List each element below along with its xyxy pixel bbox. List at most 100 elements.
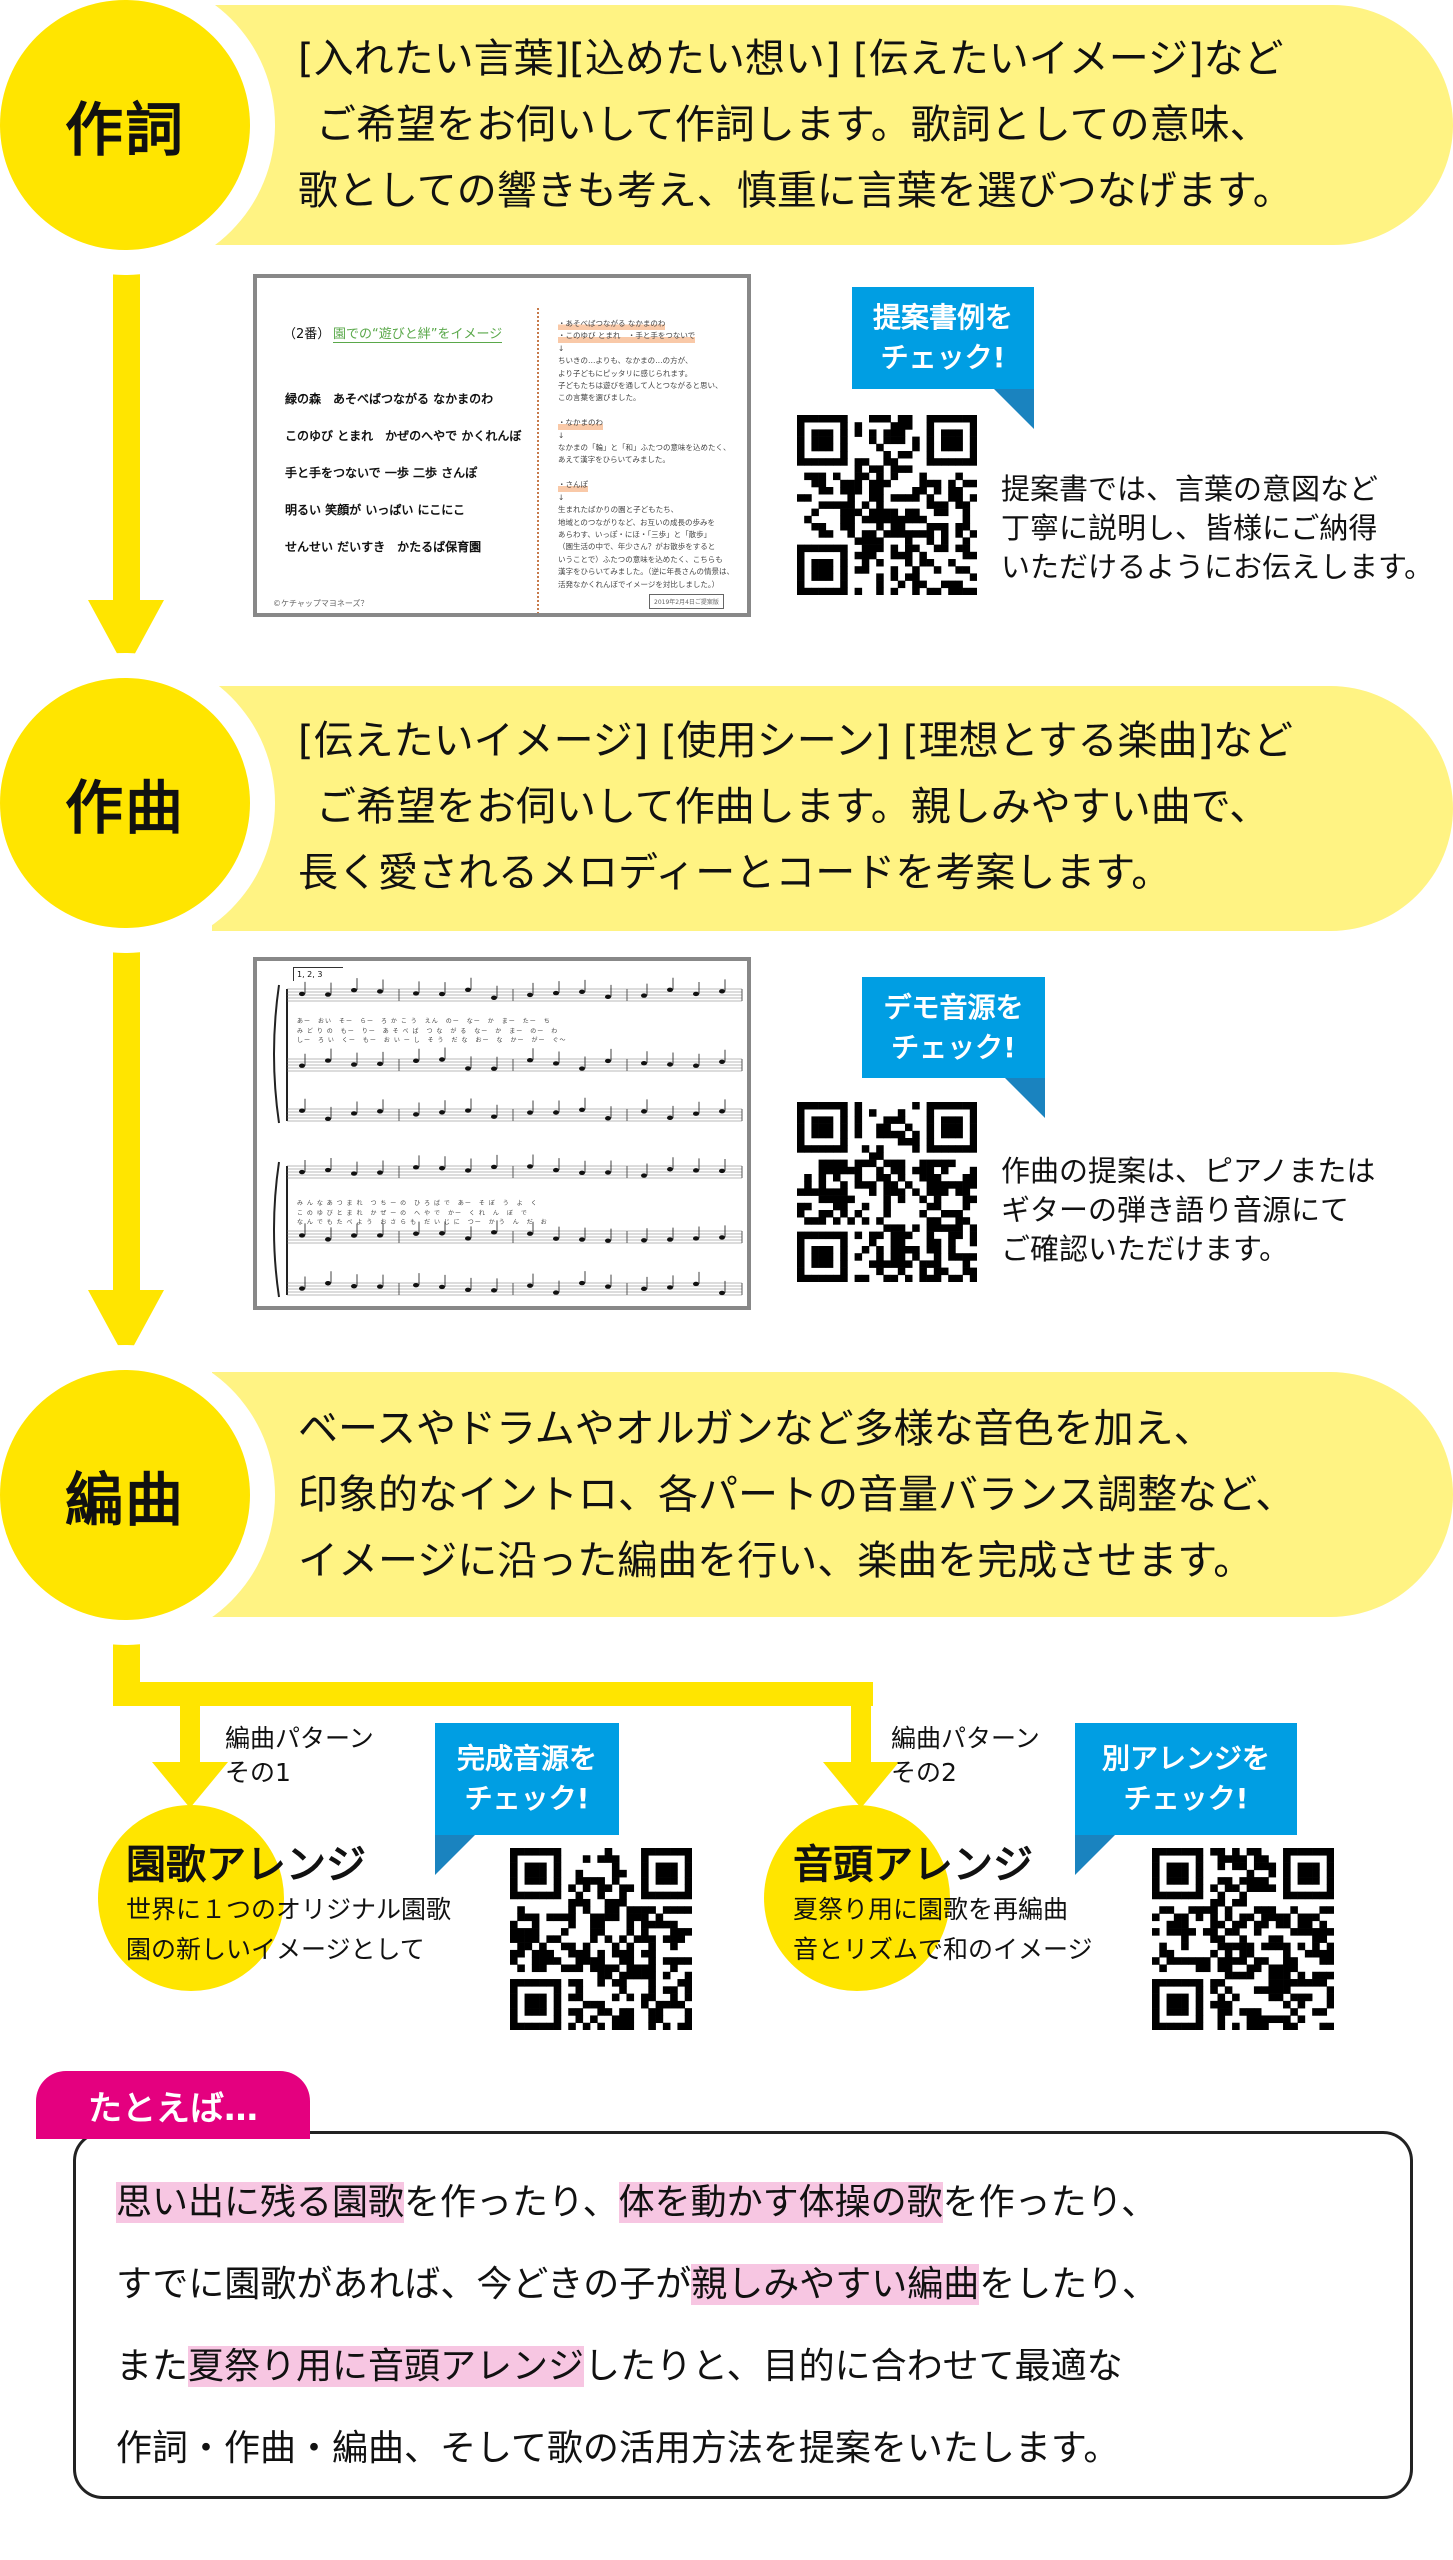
qr-module [662, 1848, 671, 1856]
qr-module [811, 443, 819, 452]
qr-module [869, 1159, 877, 1168]
example-line: すでに園歌があれば、今どきの子が親しみやすい編曲をしたり、 [116, 2244, 1410, 2326]
qr-module [905, 494, 913, 502]
qr-module [619, 2015, 627, 2024]
pattern-title: 園歌アレンジ [126, 1842, 366, 1888]
qr-module [1210, 1848, 1218, 1856]
note-head [325, 1237, 331, 1242]
qr-module [941, 1145, 949, 1153]
bubble-text: チェック! [464, 1782, 590, 1815]
qr-module [941, 537, 949, 545]
note-head [377, 1170, 383, 1175]
qr-module [948, 1159, 956, 1168]
qr-module [933, 1195, 942, 1204]
qr-module [883, 429, 891, 437]
qr-module [825, 1159, 834, 1168]
phrase: をしたり、 [979, 2264, 1158, 2305]
qr-module [553, 1855, 562, 1863]
qr-module [1268, 1986, 1277, 1994]
qr-module [597, 1964, 605, 1973]
qr-module [553, 2008, 562, 2016]
qr-module [941, 458, 949, 466]
note-head [553, 990, 559, 996]
qr-module [804, 1217, 812, 1225]
qr-module [840, 501, 848, 509]
note-head [491, 1066, 497, 1071]
qr-module [926, 1145, 935, 1153]
qr-module [1319, 1935, 1328, 1943]
qr-module [840, 1246, 848, 1254]
note-head [605, 994, 611, 1000]
qr-module [941, 523, 949, 531]
qr-module [1261, 1884, 1269, 1892]
qr-module [677, 1906, 686, 1914]
qr-module [833, 458, 841, 466]
note-head [605, 1058, 611, 1064]
qr-module [626, 2022, 635, 2030]
qr-module [1319, 1949, 1328, 1958]
qr-module [1304, 1848, 1313, 1856]
qr-module [590, 1913, 598, 1922]
qr-module [825, 487, 834, 495]
qr-module [1224, 1964, 1233, 1973]
qr-module [553, 1993, 562, 2002]
note-head [605, 1116, 611, 1121]
qr-module [568, 1949, 576, 1958]
qr-module [1297, 1942, 1306, 1951]
note-head [693, 1063, 699, 1068]
check-proposal-bubble[interactable]: 提案書例を チェック! [852, 287, 1034, 429]
qr-module [648, 1964, 656, 1973]
note-head [491, 995, 497, 1000]
note-head [439, 1057, 445, 1062]
qr-module [883, 1274, 891, 1282]
doc-lyric-line: 明るい 笑顔が いっぱい にこにこ [285, 503, 466, 517]
qr-module [1188, 2022, 1196, 2030]
qr-code-alt-arrange[interactable] [1152, 1848, 1334, 2030]
qr-module [890, 1274, 899, 1282]
qr-module [641, 1935, 649, 1943]
qr-module [825, 587, 834, 595]
qr-module [897, 465, 906, 473]
qr-module [897, 451, 906, 459]
qr-module [1173, 1957, 1182, 1965]
qr-module [1181, 1913, 1189, 1922]
qr-module [948, 443, 956, 452]
qr-module [1253, 1906, 1262, 1914]
doc-heading: 園での“遊びと絆”をイメージ [333, 323, 503, 343]
qr-module [840, 559, 848, 567]
qr-module [926, 422, 935, 430]
qr-module [1312, 1928, 1320, 1936]
check-complete-bubble[interactable]: 完成音源を チェック! [435, 1723, 619, 1875]
check-demo-bubble[interactable]: デモ音源を チェック! [862, 977, 1045, 1118]
qr-module [948, 487, 956, 495]
qr-code-demo[interactable] [797, 1102, 977, 1282]
qr-module [1224, 1928, 1233, 1936]
qr-module [1210, 1935, 1218, 1943]
qr-module [1195, 1913, 1204, 1922]
qr-module [941, 508, 949, 517]
qr-module [962, 537, 971, 545]
qr-module [869, 1181, 877, 1189]
qr-module [597, 1920, 605, 1929]
qr-module [811, 1130, 819, 1139]
qr-module [847, 1217, 855, 1225]
qr-code-complete[interactable] [510, 1848, 692, 2030]
qr-module [611, 1913, 620, 1922]
subtitle-line: 夏祭り用に園歌を再編曲 [793, 1895, 1069, 1924]
qr-module [883, 1181, 891, 1189]
qr-module [897, 1253, 906, 1261]
qr-module [897, 523, 906, 531]
qr-module [861, 530, 870, 538]
qr-module [869, 465, 877, 473]
qr-module [890, 1260, 899, 1268]
note-head [439, 1231, 445, 1236]
qr-module [926, 1123, 935, 1132]
qr-module [684, 1979, 692, 1987]
qr-module [941, 443, 949, 452]
qr-code-proposal[interactable] [797, 415, 977, 595]
qr-module [890, 530, 899, 538]
check-alt-arrange-bubble[interactable]: 別アレンジを チェック! [1075, 1723, 1297, 1875]
qr-module [1152, 1855, 1160, 1863]
qr-module [962, 1174, 971, 1182]
qr-module [546, 1935, 554, 1943]
